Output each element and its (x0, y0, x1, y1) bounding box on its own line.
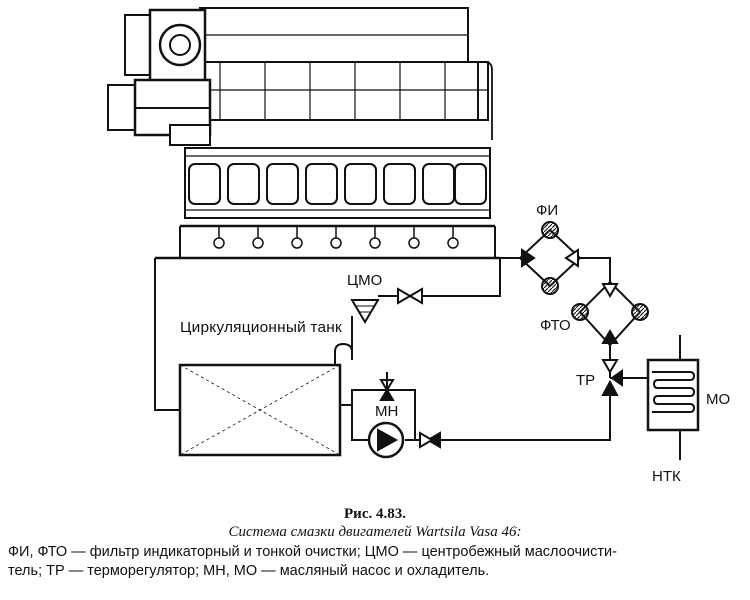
label-circulation-tank: Циркуляционный танк (180, 319, 342, 336)
figure-legend: ФИ, ФТО — фильтр индикаторный и тонкой о… (8, 543, 742, 581)
thermoregulator-tr (601, 359, 623, 396)
indicator-filter-fi (518, 221, 582, 295)
oil-cooler-mo (646, 358, 700, 432)
label-tsmo: ЦМО (347, 272, 382, 289)
label-mo: МО (706, 391, 730, 408)
engine-drawing (107, 7, 500, 260)
legend-line-2: тель; ТР — терморегулятор; МН, МО — масл… (8, 563, 490, 579)
fine-filter-fto (571, 280, 649, 347)
legend-line-1: ФИ, ФТО — фильтр индикаторный и тонкой о… (8, 544, 617, 560)
figure-subtitle: Система смазки двигателей Wartsila Vasa … (228, 524, 522, 540)
centrifugal-separator-tsmo (350, 287, 423, 324)
figure-number: Рис. 4.83. (344, 506, 406, 522)
lubrication-system-diagram: ФИ ФТО ЦМО Циркуляционный танк МН ТР МО … (107, 7, 730, 485)
label-fi: ФИ (536, 202, 558, 219)
label-tr: ТР (576, 372, 595, 389)
label-ntk: НТК (652, 468, 681, 485)
oil-pump-mn (367, 372, 441, 459)
circulation-tank (178, 342, 353, 457)
label-fto: ФТО (540, 317, 571, 334)
label-mn: МН (375, 403, 398, 420)
